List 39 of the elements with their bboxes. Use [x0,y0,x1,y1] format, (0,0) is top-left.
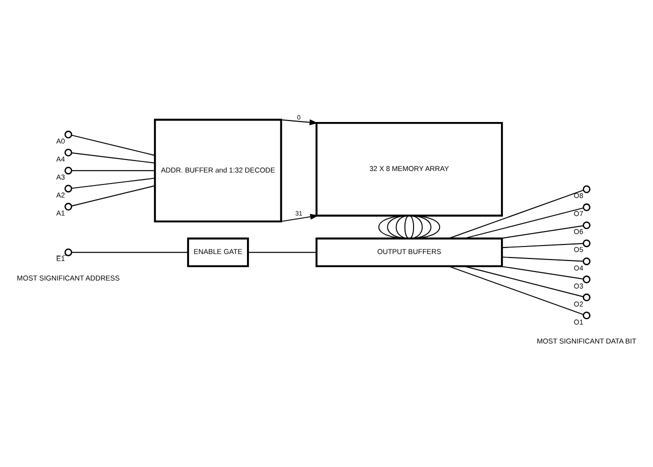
node-circle [64,202,72,210]
connector [448,189,584,238]
node-circle [582,184,590,193]
connector [404,214,410,238]
connector [500,265,584,279]
connector [408,214,414,238]
node-circle [582,202,590,211]
connector [464,265,584,297]
node-circle [582,311,590,319]
connector [500,224,584,238]
connector [378,214,410,238]
node-circle [64,130,72,138]
connector [71,170,156,171]
node-circle [64,148,72,156]
connector [248,251,317,252]
connector [71,177,156,188]
connector [408,214,440,238]
connector [408,214,423,238]
node-circle [64,184,72,192]
arrow [280,118,318,125]
connector [464,206,584,238]
connector [502,242,584,248]
connector [71,152,156,163]
connector [71,184,156,206]
connector [387,214,410,238]
node-circle [582,238,590,247]
node-circle [582,275,590,283]
connector [396,214,410,238]
node-circle [64,248,72,256]
connector [502,256,584,262]
node-circle [582,257,590,265]
connector [71,251,188,252]
connector [448,265,584,315]
connector [408,214,432,238]
node-circle [582,293,590,301]
node-circle [64,166,72,174]
connector [71,134,156,156]
node-circle [582,220,590,229]
arrow [280,213,319,222]
